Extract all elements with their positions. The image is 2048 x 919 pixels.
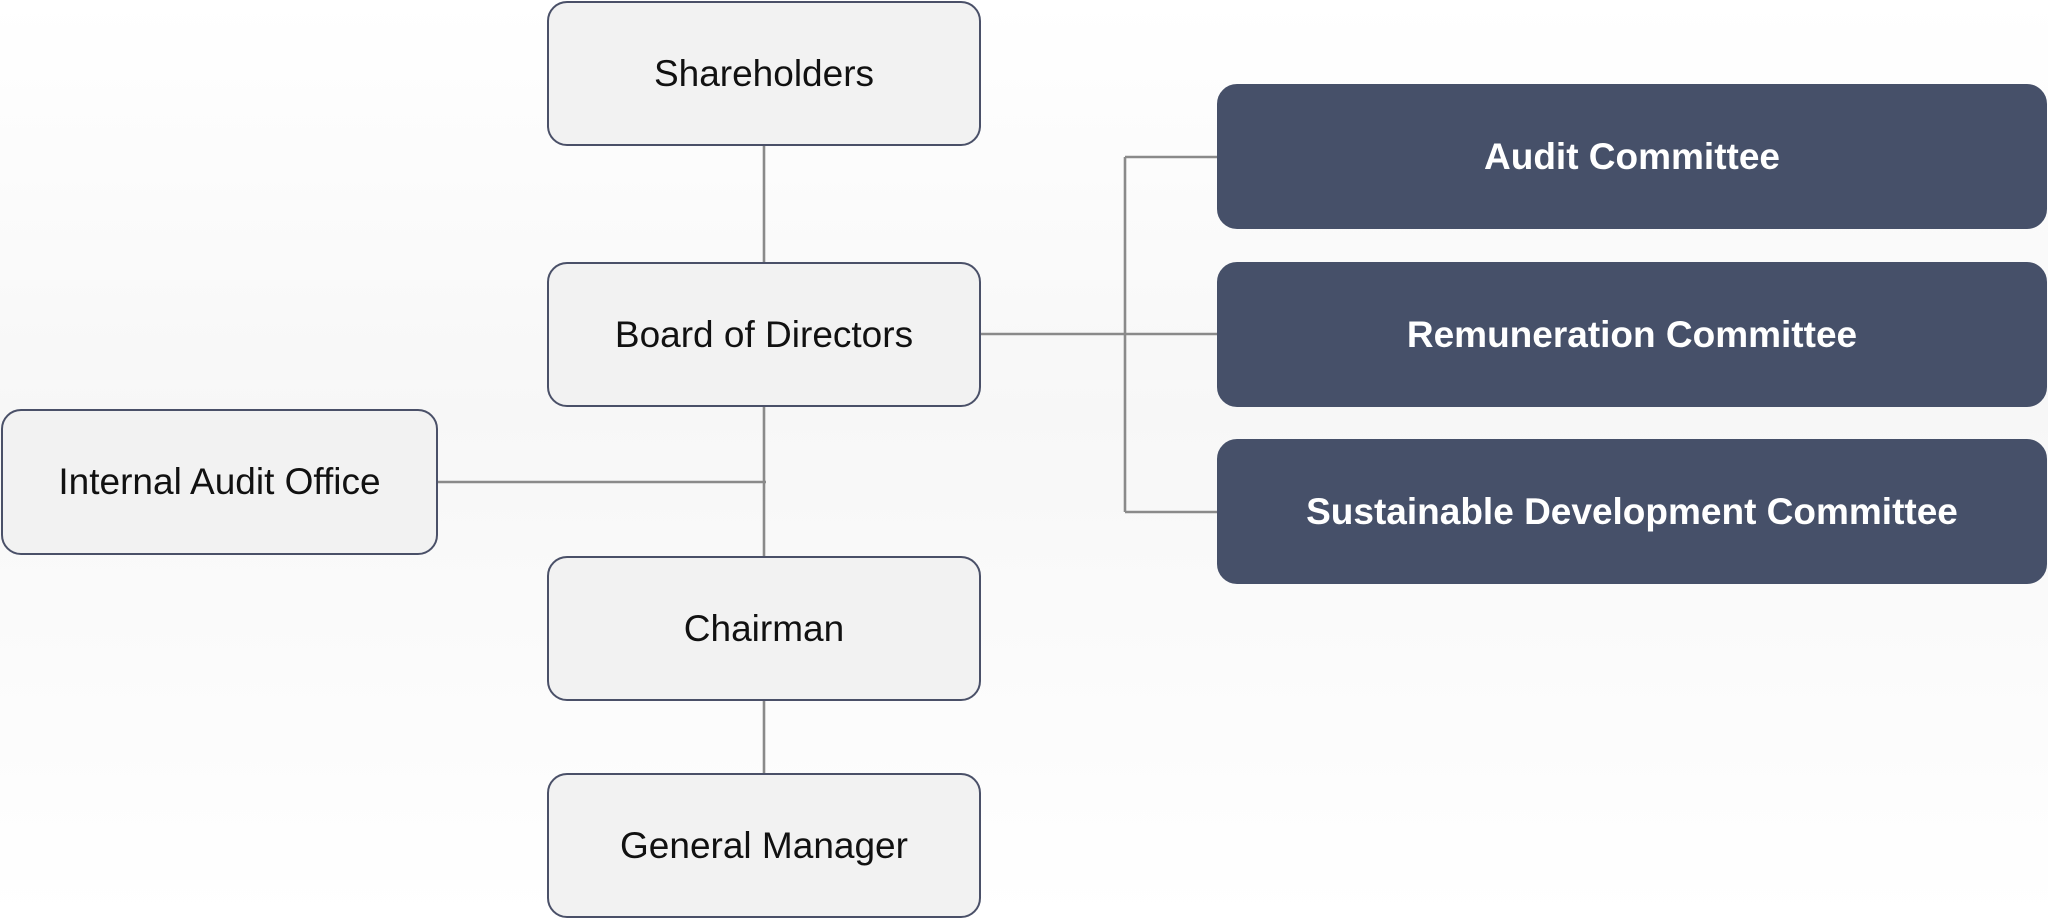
node-label: Sustainable Development Committee	[1306, 490, 1958, 532]
node-label: Shareholders	[653, 52, 875, 94]
node-board-of-directors: Board of Directors	[547, 262, 981, 407]
node-sustainable-development-committee: Sustainable Development Committee	[1217, 439, 2047, 584]
node-internal-audit-office: Internal Audit Office	[1, 409, 438, 555]
node-general-manager: General Manager	[547, 773, 981, 918]
node-label: Remuneration Committee	[1406, 313, 1858, 355]
node-label: Chairman	[683, 607, 845, 649]
node-label: Internal Audit Office	[58, 461, 381, 502]
node-audit-committee: Audit Committee	[1217, 84, 2047, 229]
node-label: Audit Committee	[1484, 135, 1780, 177]
node-chairman: Chairman	[547, 556, 981, 701]
node-remuneration-committee: Remuneration Committee	[1217, 262, 2047, 407]
node-shareholders: Shareholders	[547, 1, 981, 146]
node-label: General Manager	[620, 824, 908, 866]
node-label: Board of Directors	[614, 313, 914, 355]
